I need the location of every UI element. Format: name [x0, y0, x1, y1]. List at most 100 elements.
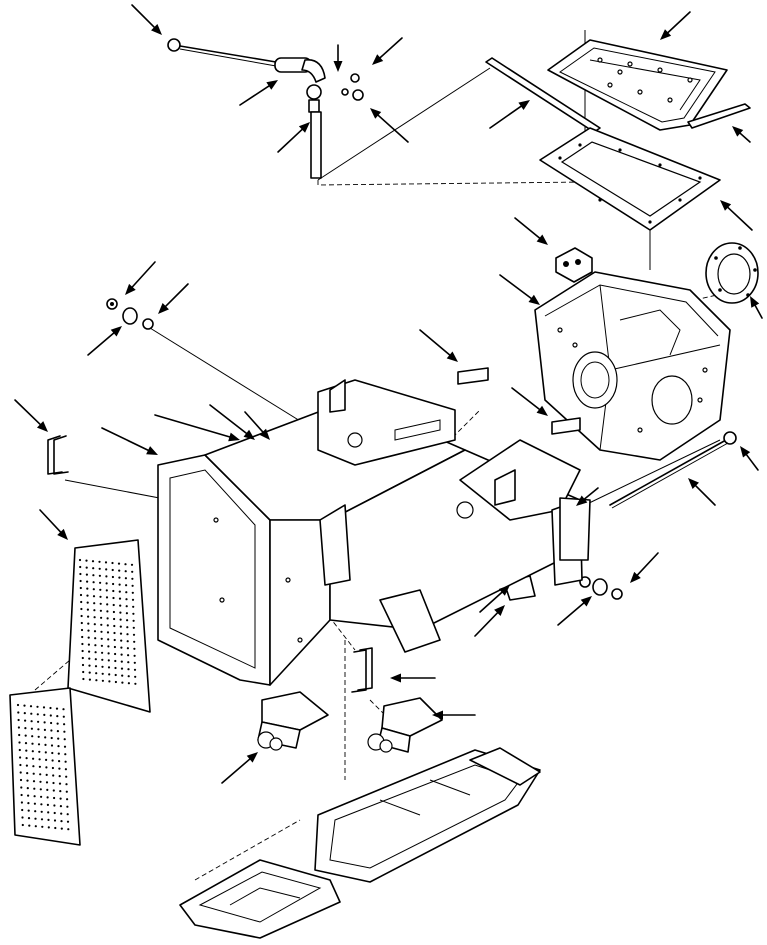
perforation-dot [86, 601, 89, 604]
perforation-dot [79, 565, 82, 569]
perforation-dot [44, 743, 47, 747]
callout-arrow-shaft [754, 304, 763, 319]
perforation-dot [91, 560, 95, 563]
perforation-dot [124, 577, 127, 580]
perforation-dot [34, 825, 37, 828]
perforation-dot [101, 665, 104, 668]
perforation-dot [24, 742, 28, 745]
perforation-dot [54, 826, 57, 830]
perforation-dot [127, 668, 130, 671]
perforation-dot [118, 590, 121, 593]
callout-arrow-head [266, 80, 278, 90]
perforation-dot [50, 744, 54, 747]
perforation-dot [101, 672, 104, 675]
perforation-pattern-upper [78, 558, 137, 685]
perforation-dot [27, 802, 30, 805]
small-block-part [555, 247, 593, 283]
perforation-dot [117, 562, 121, 565]
perforation-dot [120, 660, 123, 663]
perforation-dot [45, 781, 49, 784]
perforation-dot [79, 572, 82, 576]
callout-arrow-head [125, 283, 136, 295]
perforation-dot [119, 604, 122, 607]
callout-arrow-head [246, 752, 258, 763]
perforation-dot [19, 771, 22, 774]
perforation-dot [99, 581, 102, 584]
perforation-dot [88, 678, 91, 681]
perforation-dot [108, 673, 111, 676]
perforation-dot [20, 801, 23, 804]
perforation-dot [131, 584, 134, 587]
perforation-dot [93, 623, 96, 626]
perforation-dot [94, 665, 98, 668]
callout-arrow-shaft [739, 132, 751, 143]
perforation-dot [106, 610, 109, 613]
perforation-dot [80, 600, 83, 604]
perforation-dot [33, 795, 36, 798]
callout-arrow-shaft [377, 114, 409, 143]
perforation-dot [62, 708, 65, 711]
perforation-dot [99, 588, 102, 591]
perforation-dot [63, 723, 66, 726]
perforation-dot [25, 749, 28, 752]
perforation-dot [104, 561, 108, 564]
perforation-dot [56, 722, 59, 725]
perforation-dot [86, 580, 89, 583]
perforation-dot [118, 576, 121, 579]
callout-arrow-head [372, 54, 384, 65]
perforation-dot [114, 652, 117, 656]
perforation-dot [57, 737, 60, 740]
perforation-dot [88, 657, 91, 660]
perforation-dot [87, 622, 90, 625]
perforation-dot [39, 788, 42, 791]
perforation-dot [112, 596, 115, 600]
perforation-dot [32, 765, 35, 768]
callout-arrow-head [243, 429, 255, 440]
perforation-dot [25, 764, 28, 767]
perforation-dot [111, 575, 114, 579]
perforation-dot [24, 734, 27, 737]
perforation-dot [127, 675, 130, 678]
perforation-dot [100, 630, 103, 633]
perforation-dot [24, 727, 27, 730]
perforation-dot [64, 753, 67, 756]
perforation-dot [31, 742, 34, 745]
perforation-dot [92, 574, 95, 577]
callout-arrow-head [750, 296, 760, 308]
perforation-dot [86, 608, 89, 611]
callout-arrow-shaft [474, 612, 499, 637]
perforation-dot [87, 643, 90, 646]
callout-arrow-shaft [131, 261, 156, 288]
perforation-dot [18, 748, 21, 752]
callout-arrow-shaft [164, 283, 189, 308]
perforation-dot [66, 805, 69, 808]
perforation-dot [126, 626, 129, 629]
perforation-dot [100, 616, 103, 619]
perforation-dot [65, 775, 68, 778]
perforation-dot [21, 823, 24, 827]
perforation-dot [107, 659, 110, 662]
perforation-dot [52, 789, 55, 792]
perforation-dot [100, 644, 103, 647]
perforation-dot [133, 640, 136, 643]
perforation-dot [33, 787, 36, 790]
perforation-dot [21, 816, 24, 819]
perforation-dot [53, 796, 56, 800]
perforation-dot [79, 586, 82, 590]
perforation-dot [20, 793, 23, 797]
oil-fill-tube-assembly [167, 38, 364, 179]
perforation-dot [88, 650, 91, 653]
perforation-dot [37, 735, 40, 738]
perforation-dot [25, 757, 28, 760]
callout-arrows [14, 4, 763, 784]
callout-arrow-shaft [101, 427, 149, 452]
perforation-dot [131, 577, 134, 580]
perforation-dot [114, 680, 117, 684]
callout-arrow-shaft [39, 509, 62, 533]
perforation-dot [98, 567, 101, 570]
perforation-dot [50, 729, 53, 732]
perforation-dot [45, 773, 48, 777]
perforation-dot [59, 805, 63, 808]
perforation-dot [57, 745, 60, 748]
perforation-dot [32, 780, 36, 783]
